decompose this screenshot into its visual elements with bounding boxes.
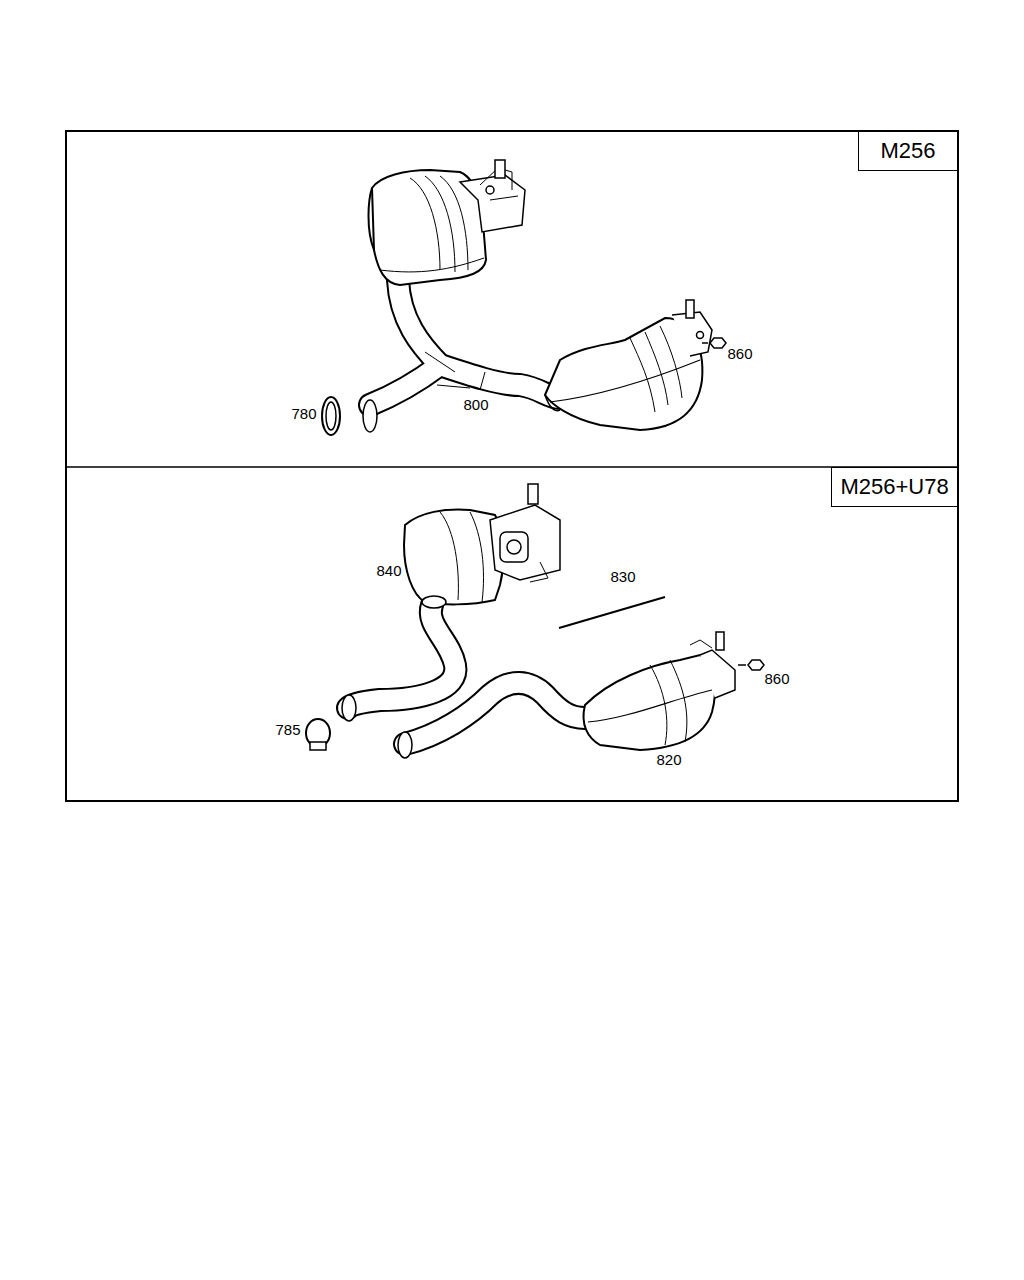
option-tag-box: M256+U78 <box>831 467 958 507</box>
callout-number: 800 <box>462 397 489 414</box>
callout-number: 860 <box>726 346 753 363</box>
callout-number: 820 <box>655 752 682 769</box>
callout-number: 830 <box>609 569 636 586</box>
option-tag-box: M256 <box>858 131 958 171</box>
callout-number: 780 <box>290 406 317 423</box>
callout-number: 840 <box>375 563 402 580</box>
callout-number: 860 <box>763 671 790 688</box>
option-code: M256+U78 <box>840 474 948 500</box>
callout-number: 785 <box>274 722 301 739</box>
option-code: M256 <box>880 138 935 164</box>
